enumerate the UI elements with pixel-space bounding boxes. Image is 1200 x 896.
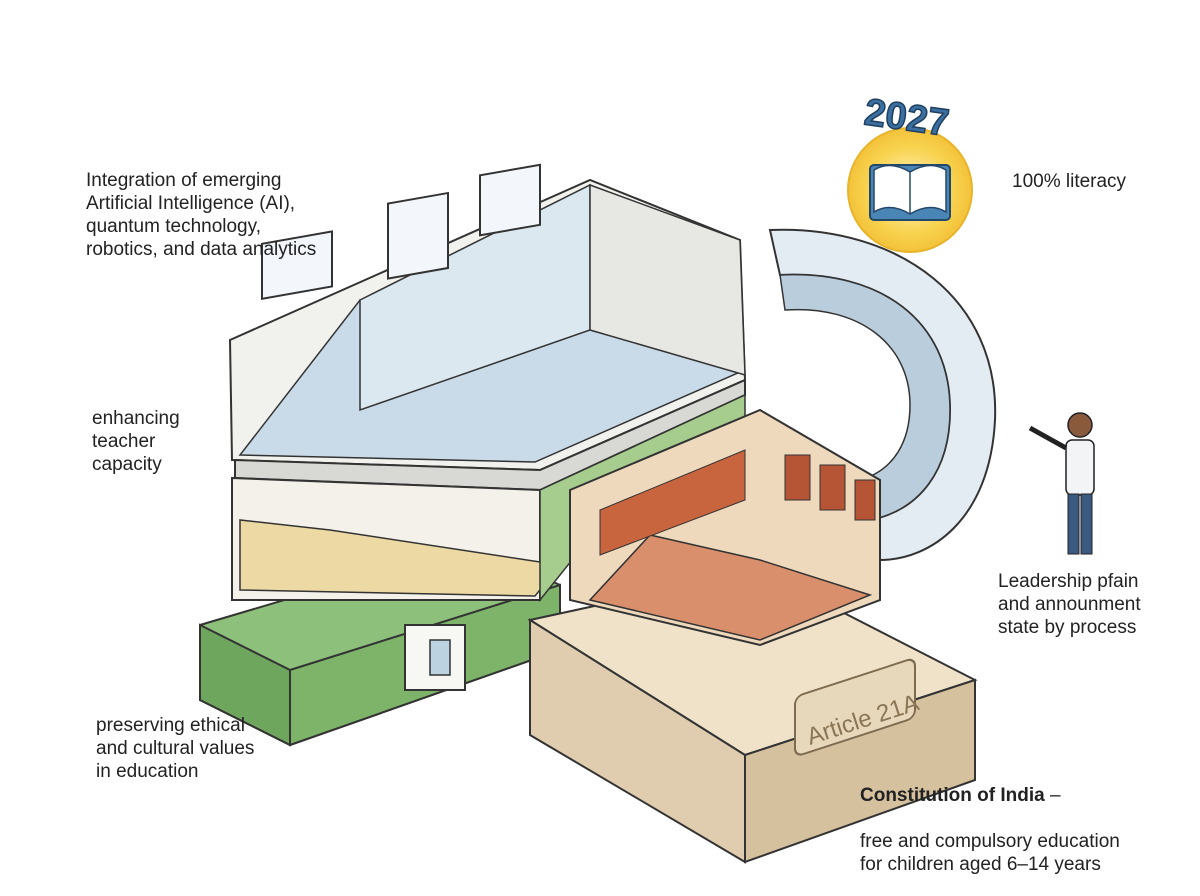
constitution-dash: – (1044, 785, 1061, 806)
constitution-body: free and compulsory education for childr… (860, 831, 1120, 875)
badge-year: 2027 (862, 91, 952, 144)
presenter-figure (1028, 412, 1095, 555)
label-literacy: 100% literacy (1012, 171, 1127, 192)
literacy-2027-badge (847, 127, 973, 253)
upper-floor (228, 178, 747, 492)
label-ai-technology: Integration of emerging Artificial Intel… (86, 170, 317, 260)
heritage-classroom (569, 408, 881, 647)
label-leadership: Leadership pfain and announment state by… (998, 571, 1141, 638)
label-teacher-capacity: enhancing teacher capacity (92, 408, 180, 475)
tech-boards (261, 163, 541, 300)
label-constitution: Constitution of India – free and compuls… (860, 761, 1120, 876)
label-ethical-values: preserving ethical and cultural values i… (96, 715, 255, 782)
constitution-title: Constitution of India (860, 785, 1045, 806)
